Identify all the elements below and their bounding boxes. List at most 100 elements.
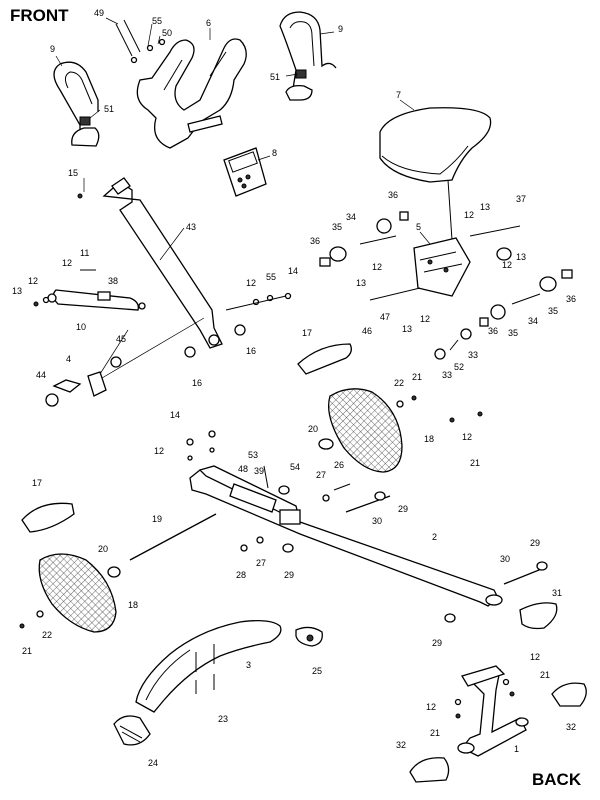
callout-37: 37 xyxy=(516,194,526,204)
footplate-part-18-lower xyxy=(38,553,121,633)
callout-14: 14 xyxy=(170,410,180,420)
front-stabilizer-part-3 xyxy=(135,620,282,713)
callout-30: 30 xyxy=(372,516,382,526)
callout-13: 13 xyxy=(356,278,366,288)
callout-39: 39 xyxy=(254,466,264,476)
pedal-strap-part-17-lower xyxy=(21,502,75,533)
callout-3: 3 xyxy=(246,660,251,670)
callout-13: 13 xyxy=(402,324,412,334)
callout-33: 33 xyxy=(442,370,452,380)
callout-36: 36 xyxy=(488,326,498,336)
callout-8: 8 xyxy=(272,148,277,158)
bracket-part-4 xyxy=(45,356,122,407)
callout-13: 13 xyxy=(12,286,22,296)
callout-12: 12 xyxy=(502,260,512,270)
callout-29: 29 xyxy=(530,538,540,548)
leader-lines xyxy=(55,17,431,379)
callout-12: 12 xyxy=(28,276,38,286)
bolt-set-part-49-55-50 xyxy=(115,19,166,64)
callout-6: 6 xyxy=(206,18,211,28)
axle-30-right xyxy=(503,567,545,585)
callout-24: 24 xyxy=(148,758,158,768)
callout-19: 19 xyxy=(152,514,162,524)
footplate-part-18-upper xyxy=(318,388,403,473)
spacer-29-set xyxy=(282,491,548,623)
wheel-bearings-upper xyxy=(319,211,573,327)
pedal-strap-part-17-upper xyxy=(297,343,352,375)
rear-stabilizer-part-1 xyxy=(457,665,529,757)
callout-2: 2 xyxy=(432,532,437,542)
callout-18: 18 xyxy=(424,434,434,444)
callout-16: 16 xyxy=(246,346,256,356)
callout-32: 32 xyxy=(396,740,406,750)
callout-27: 27 xyxy=(316,470,326,480)
crossbar-19 xyxy=(129,513,217,561)
handlebar-left-part-9 xyxy=(53,61,100,147)
callout-22: 22 xyxy=(394,378,404,388)
callout-12: 12 xyxy=(372,262,382,272)
callout-12: 12 xyxy=(62,258,72,268)
callout-17: 17 xyxy=(302,328,312,338)
callout-17: 17 xyxy=(32,478,42,488)
bumpers-33-52 xyxy=(434,328,472,360)
callout-23: 23 xyxy=(218,714,228,724)
callout-35: 35 xyxy=(508,328,518,338)
small-hardware-left xyxy=(33,193,96,307)
callout-46: 46 xyxy=(362,326,372,336)
callout-45: 45 xyxy=(116,334,126,344)
callout-50: 50 xyxy=(162,28,172,38)
callout-30: 30 xyxy=(500,554,510,564)
callout-13: 13 xyxy=(480,202,490,212)
hardware-rear-12-21 xyxy=(454,678,515,719)
callout-5: 5 xyxy=(416,222,421,232)
callout-43: 43 xyxy=(186,222,196,232)
foot-part-24 xyxy=(113,715,151,746)
endcap-part-31 xyxy=(519,602,558,630)
upright-part-43 xyxy=(102,177,223,349)
callout-26: 26 xyxy=(334,460,344,470)
endcap-part-25 xyxy=(295,626,323,647)
callout-55: 55 xyxy=(152,16,162,26)
callout-34: 34 xyxy=(528,316,538,326)
nuts-27-28 xyxy=(240,483,351,552)
callout-labels: 49 55 50 6 9 9 51 51 7 8 15 43 5 36 35 3… xyxy=(12,8,576,768)
callout-35: 35 xyxy=(548,306,558,316)
hardware-21-22-right xyxy=(396,395,483,423)
callout-51: 51 xyxy=(104,104,114,114)
callout-29: 29 xyxy=(284,570,294,580)
callout-12: 12 xyxy=(462,432,472,442)
callout-32: 32 xyxy=(566,722,576,732)
callout-10: 10 xyxy=(76,322,86,332)
callout-34: 34 xyxy=(346,212,356,222)
callout-12: 12 xyxy=(154,446,164,456)
callout-12: 12 xyxy=(420,314,430,324)
callout-21: 21 xyxy=(540,670,550,680)
callout-9: 9 xyxy=(50,44,55,54)
hardware-right-of-upright xyxy=(225,292,292,311)
callout-48: 48 xyxy=(238,464,248,474)
callout-53: 53 xyxy=(248,450,258,460)
knobs-part-16 xyxy=(184,324,246,358)
callout-31: 31 xyxy=(552,588,562,598)
callout-16: 16 xyxy=(192,378,202,388)
callout-29: 29 xyxy=(432,638,442,648)
callout-47: 47 xyxy=(380,312,390,322)
shock-part-10 xyxy=(47,289,146,311)
callout-14: 14 xyxy=(288,266,298,276)
callout-12: 12 xyxy=(426,702,436,712)
callout-33: 33 xyxy=(468,350,478,360)
callout-28: 28 xyxy=(236,570,246,580)
callout-7: 7 xyxy=(396,90,401,100)
callout-54: 54 xyxy=(290,462,300,472)
callout-22: 22 xyxy=(42,630,52,640)
callout-15: 15 xyxy=(68,168,78,178)
callout-36: 36 xyxy=(388,190,398,200)
callout-25: 25 xyxy=(312,666,322,676)
callout-21: 21 xyxy=(22,646,32,656)
callout-49: 49 xyxy=(94,8,104,18)
callout-18: 18 xyxy=(128,600,138,610)
hardware-14-12-top xyxy=(186,430,216,461)
callout-55: 55 xyxy=(266,272,276,282)
callout-35: 35 xyxy=(332,222,342,232)
